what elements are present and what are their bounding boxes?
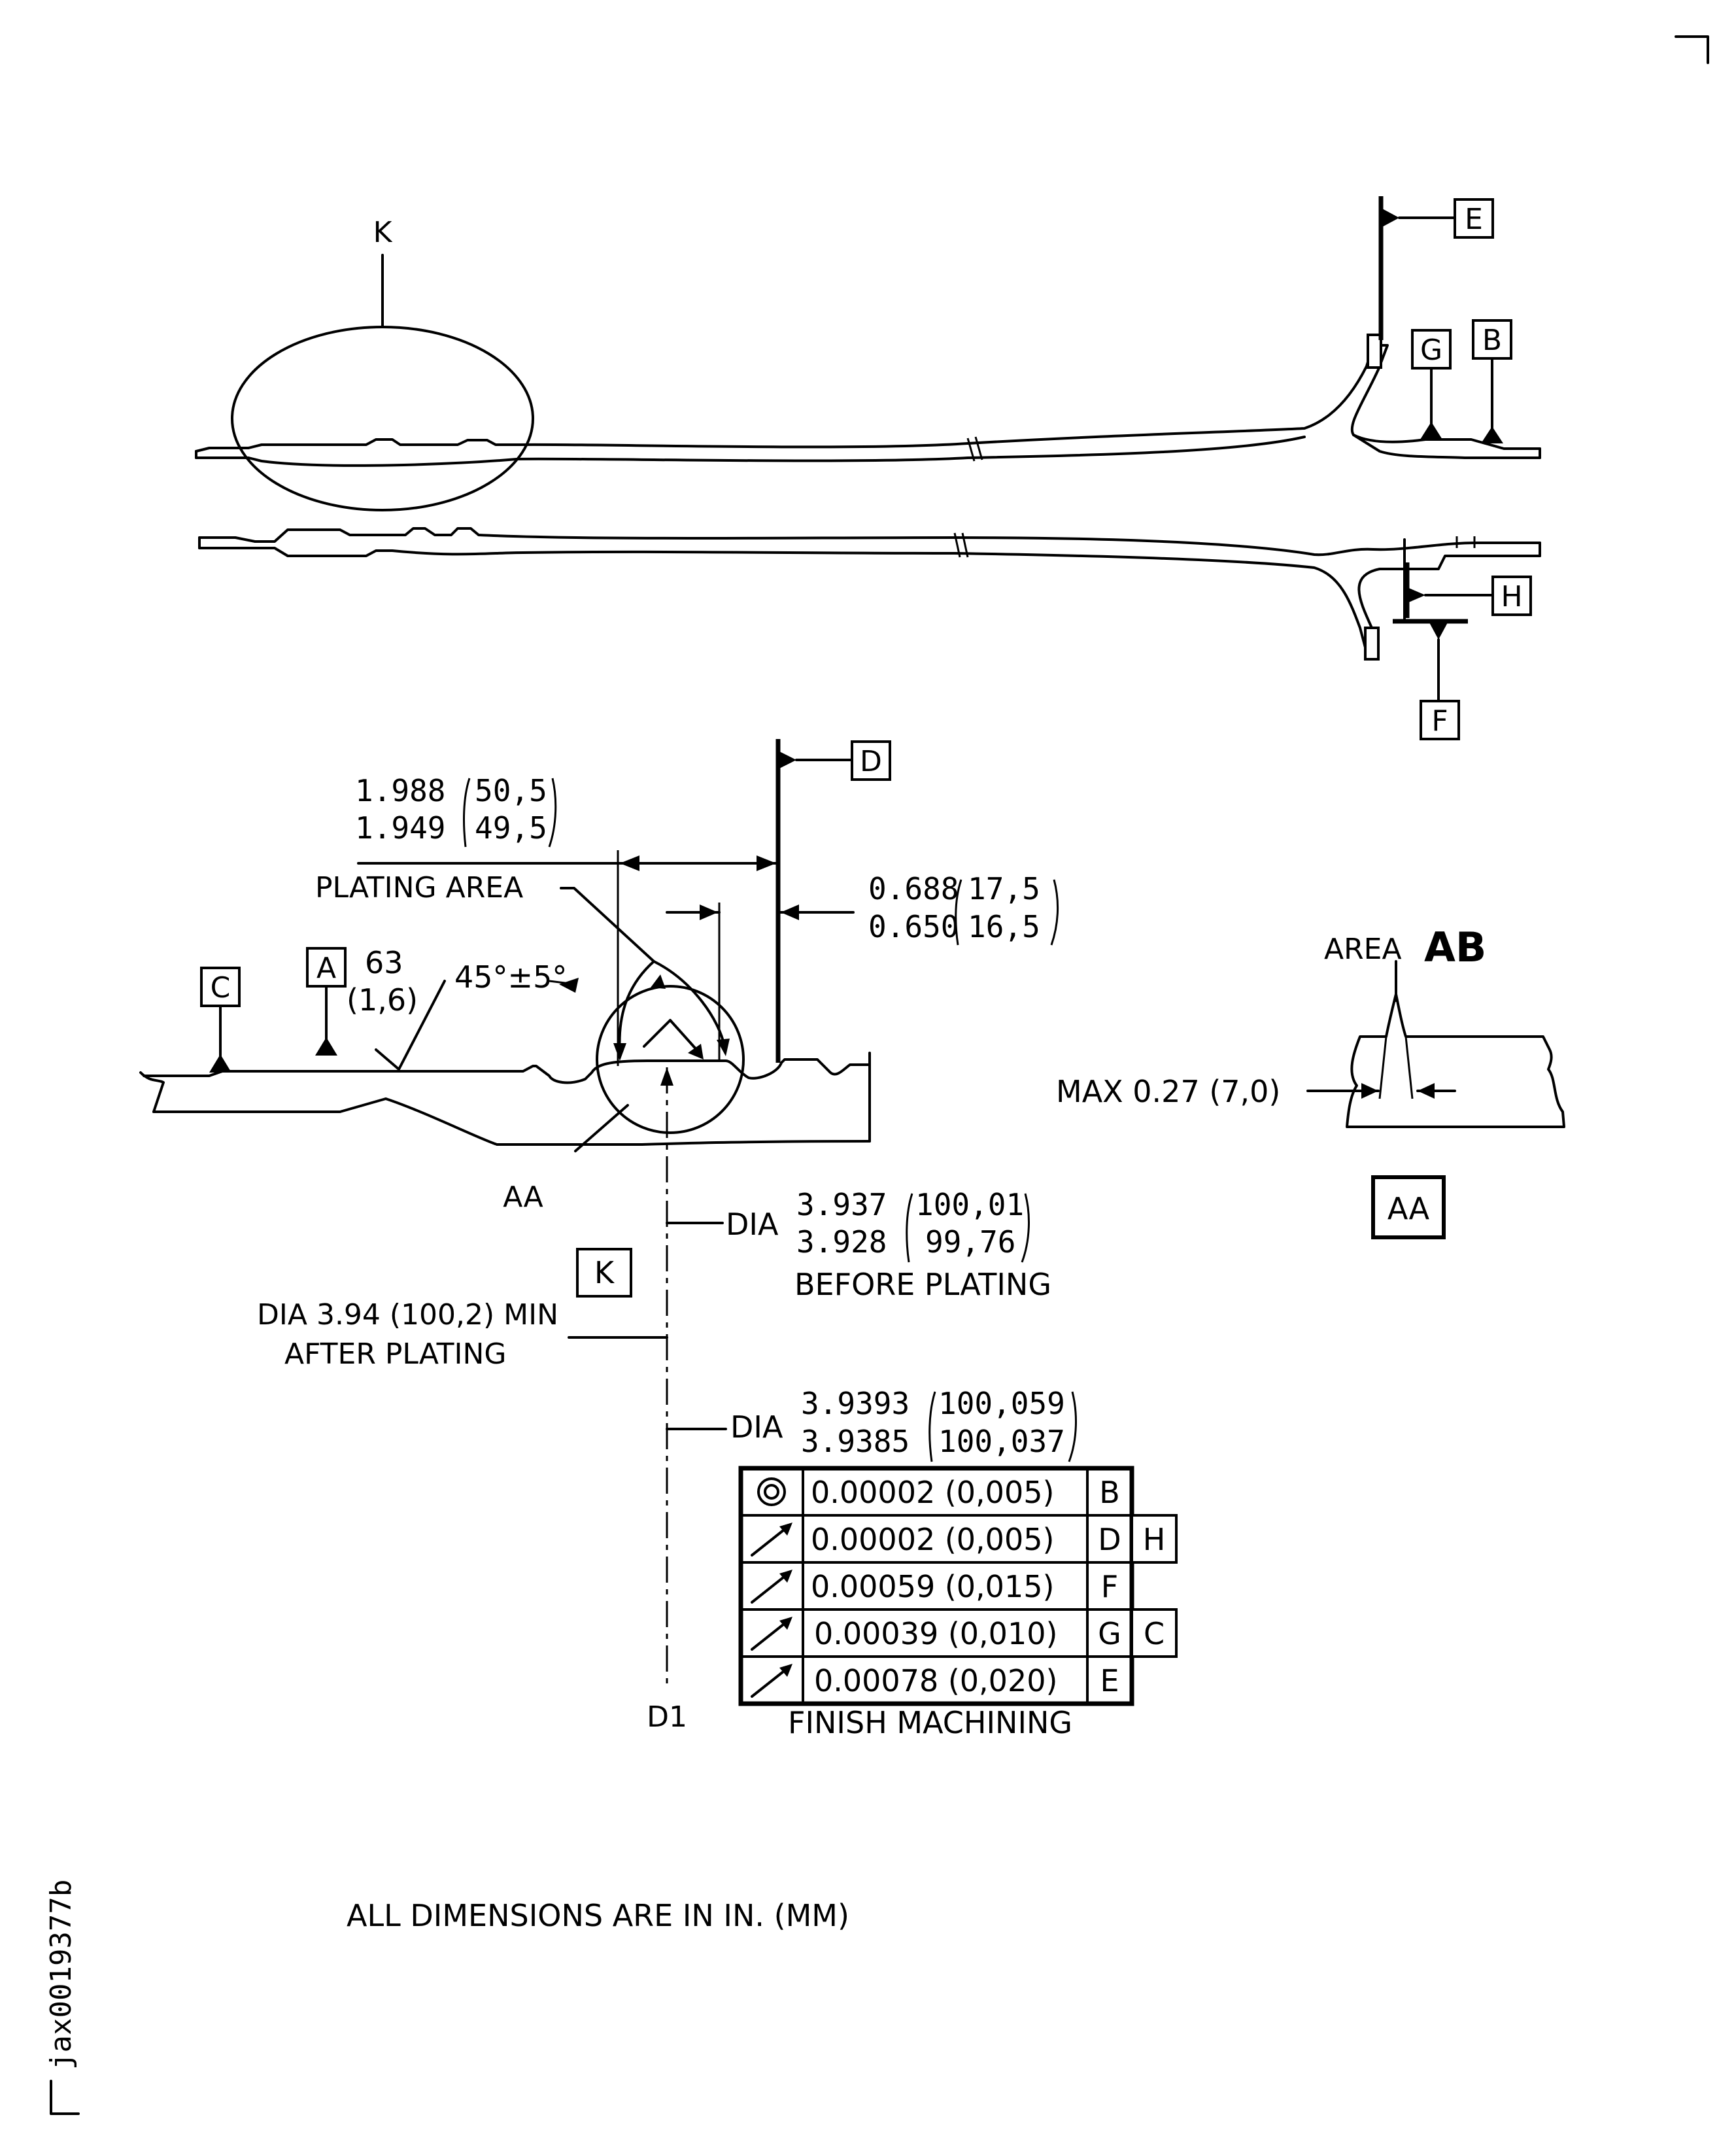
finish-value: 63 (365, 945, 403, 980)
corner-mark-bottom-left (50, 2080, 80, 2115)
angle-label: 45°±5° (454, 959, 567, 995)
extra-datum-box-c (1131, 1608, 1178, 1658)
area-ab-label: AB (1424, 923, 1486, 971)
dim1-mm-upper: 50,5 (475, 773, 547, 808)
dim1-in-lower: 1.949 (355, 810, 445, 846)
label-d1: D1 (647, 1700, 687, 1734)
tolerance-table: 0.00002 (0,005) 0.00002 (0,005) 0.00059 … (738, 1466, 1178, 1706)
tolerance-row-datum: E (1100, 1663, 1119, 1698)
datum-d-arrow (778, 751, 796, 769)
finish-mm: (1,6) (347, 982, 418, 1018)
datum-e-box (1454, 198, 1494, 239)
tolerance-table-frame (738, 1466, 1134, 1706)
dia2-mm-lower: 100,037 (938, 1424, 1065, 1459)
runout-icon (751, 1523, 792, 1557)
drawing-id: jax0019377b (44, 1880, 78, 2070)
datum-g-box (1411, 329, 1452, 370)
datum-a-triangle (315, 1037, 337, 1056)
dia1-prefix: DIA (726, 1207, 779, 1242)
flange-lower (1364, 627, 1380, 661)
datum-c-label: C (211, 971, 231, 1005)
tolerance-row-value: 0.00002 (0,005) (811, 1522, 1054, 1557)
datum-d-box (851, 740, 891, 781)
datum-h-arrow (1407, 587, 1425, 603)
dia1-in-lower: 3.928 (796, 1224, 887, 1260)
plating-area-label: PLATING AREA (315, 871, 523, 904)
runout-icon (751, 1570, 792, 1604)
dim1-in-upper: 1.988 (355, 773, 445, 808)
area-label: AREA (1324, 933, 1402, 966)
datum-c-triangle (209, 1054, 231, 1073)
datum-e-arrow (1381, 208, 1399, 228)
tolerance-row-value: 0.00078 (0,020) (814, 1663, 1057, 1698)
dim2-in-upper: 0.688 (868, 871, 959, 906)
tolerance-row-value: 0.00002 (0,005) (811, 1475, 1054, 1510)
datum-f-triangle (1429, 623, 1448, 640)
concentricity-icon (757, 1477, 786, 1506)
tolerance-row-extra-datum: H (1143, 1522, 1166, 1557)
dim1-mm-lower: 49,5 (475, 810, 547, 846)
tolerance-row-datum: G (1098, 1616, 1121, 1651)
dia1-mm-upper: 100,01 (915, 1187, 1024, 1222)
label-aa: AA (503, 1180, 543, 1214)
dim2-mm-lower: 16,5 (968, 909, 1040, 944)
aa-title-box (1371, 1175, 1446, 1239)
datum-h-label: H (1501, 580, 1522, 613)
datum-d-label: D (860, 745, 882, 778)
dia2-mm-upper: 100,059 (938, 1386, 1065, 1421)
aa-title-label: AA (1387, 1191, 1430, 1226)
tolerance-row-datum: D (1098, 1522, 1121, 1557)
detail-circle-aa (596, 985, 745, 1134)
datum-f-label: F (1431, 704, 1448, 738)
datum-b-triangle (1481, 426, 1503, 443)
datum-c-box (200, 967, 241, 1007)
k-box-label: K (594, 1255, 615, 1290)
after-plating-line1: DIA 3.94 (100,2) MIN (257, 1298, 558, 1332)
dia2-in-upper: 3.9393 (801, 1386, 910, 1421)
max-note: MAX 0.27 (7,0) (1056, 1074, 1280, 1109)
label-k: K (373, 216, 393, 249)
datum-a-label: A (316, 952, 336, 985)
leader-aa (574, 1104, 629, 1152)
detail-k-profile (139, 1052, 871, 1146)
tolerance-row-datum: B (1099, 1475, 1120, 1510)
runout-icon (751, 1664, 792, 1698)
extra-datum-box-h (1131, 1514, 1178, 1564)
surface-finish-symbol (375, 980, 446, 1071)
datum-f-box (1420, 700, 1460, 740)
tolerance-row-value: 0.00059 (0,015) (811, 1569, 1054, 1604)
datum-g-triangle (1420, 422, 1442, 439)
tolerance-row-extra-datum: C (1144, 1616, 1165, 1651)
detail-aa-profile (1346, 960, 1565, 1128)
runout-icon (751, 1617, 792, 1651)
tolerance-row-datum: F (1101, 1569, 1118, 1604)
corner-mark-top-right (1675, 35, 1709, 64)
after-plating-line2: AFTER PLATING (284, 1337, 506, 1371)
dia2-prefix: DIA (730, 1409, 783, 1445)
plating-area-leader (560, 887, 655, 963)
datum-e-label: E (1465, 203, 1483, 236)
dia1-in-upper: 3.937 (796, 1187, 887, 1222)
units-note: ALL DIMENSIONS ARE IN IN. (MM) (347, 1898, 849, 1933)
dim2-mm-upper: 17,5 (968, 871, 1040, 906)
k-box (576, 1248, 632, 1298)
datum-b-label: B (1482, 324, 1502, 357)
datum-g-label: G (1420, 334, 1442, 367)
detail-circle-k (231, 326, 534, 511)
dia2-in-lower: 3.9385 (801, 1424, 910, 1459)
flange-upper (1367, 334, 1382, 369)
before-plating: BEFORE PLATING (794, 1267, 1051, 1302)
shaft-upper-profile (195, 334, 1541, 467)
finish-machining-label: FINISH MACHINING (788, 1705, 1072, 1740)
tolerance-row-value: 0.00039 (0,010) (814, 1616, 1057, 1651)
datum-h-box (1491, 576, 1532, 616)
dia1-mm-lower: 99,76 (925, 1224, 1015, 1260)
dim2-in-lower: 0.650 (868, 909, 959, 944)
shaft-lower-profile (198, 527, 1541, 661)
datum-b-box (1472, 319, 1512, 360)
